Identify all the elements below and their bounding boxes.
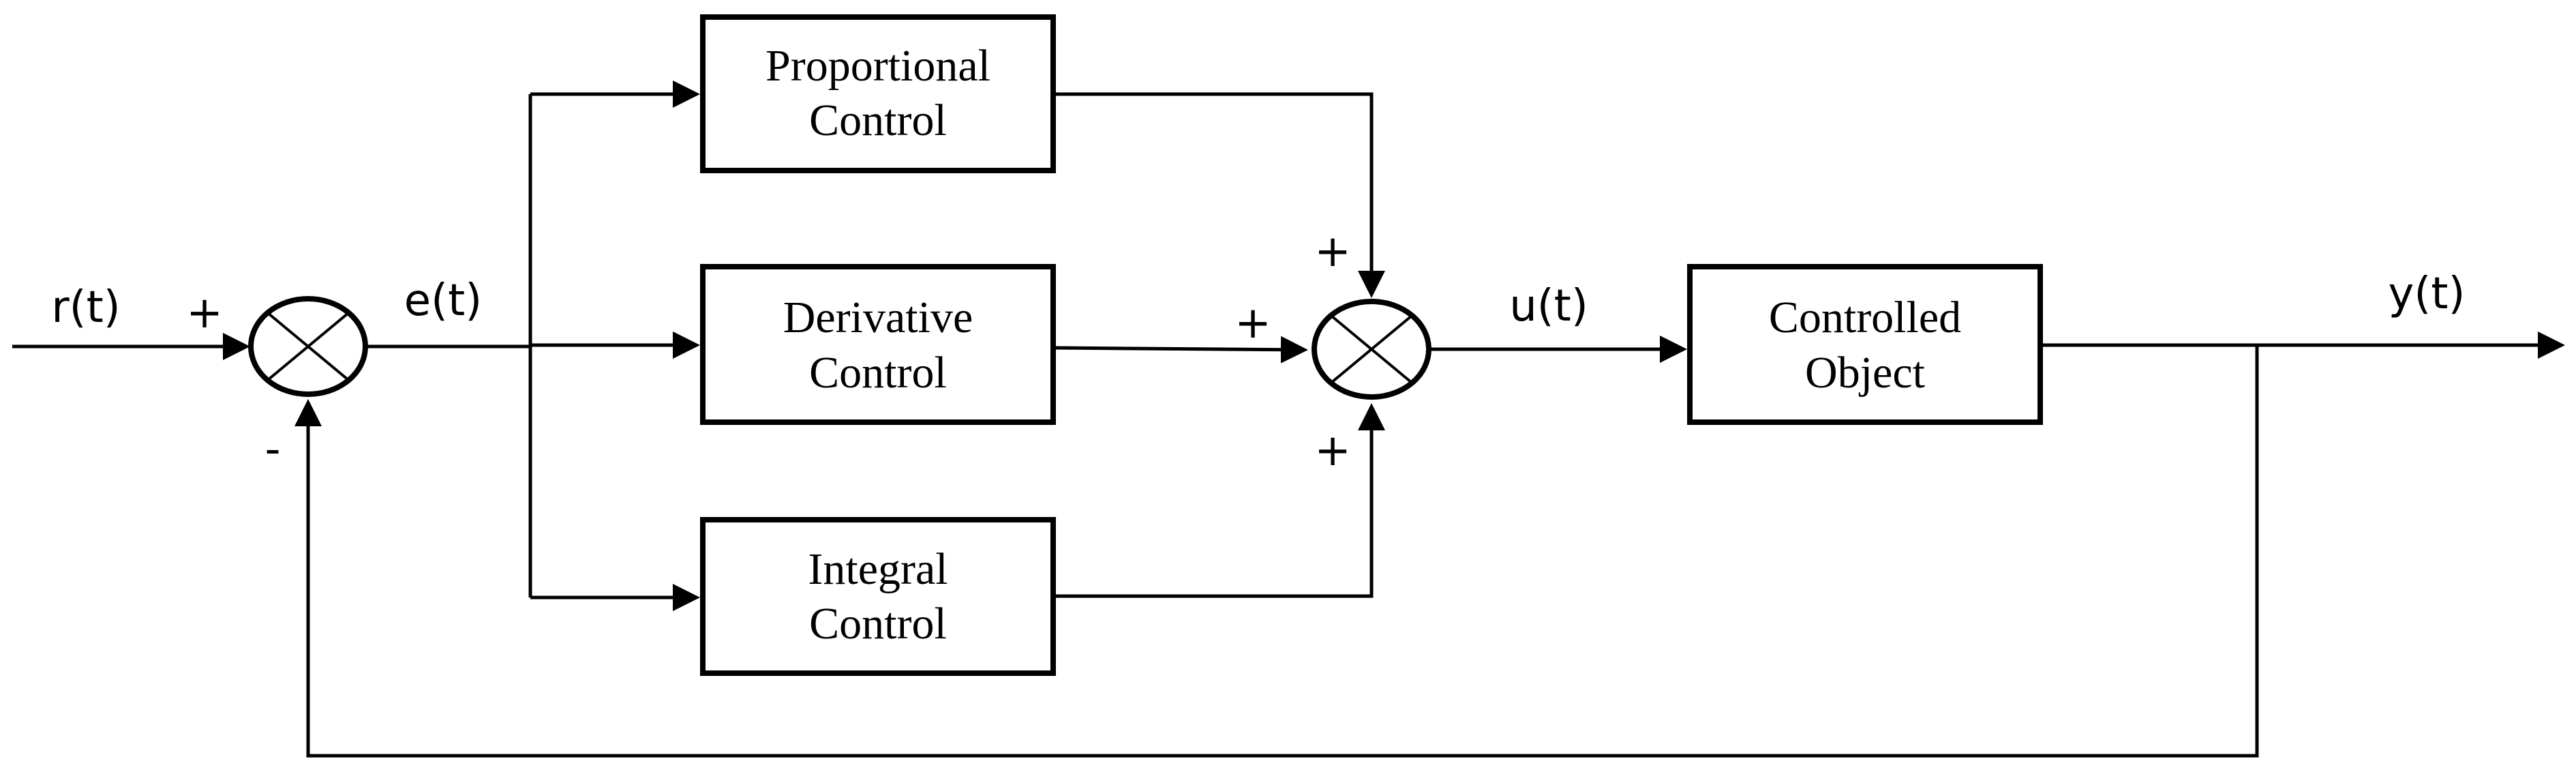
output-signal-label: y(t)	[2389, 269, 2466, 319]
plant-label-line2: Object	[1805, 348, 1925, 398]
proportional-label-line2: Control	[809, 95, 947, 145]
proportional-label-line1: Proportional	[766, 41, 990, 91]
integral-label-line2: Control	[809, 599, 947, 649]
control-signal-label: u(t)	[1509, 281, 1588, 331]
sum1-input-sign: +	[186, 288, 223, 338]
sum2-top-sign: +	[1314, 226, 1351, 277]
derivative-output-line	[1055, 336, 1308, 364]
summing-junction-1	[248, 296, 368, 397]
feedback-path	[294, 345, 2259, 758]
derivative-control-block: Derivative Control	[700, 264, 1056, 425]
error-signal-label: e(t)	[404, 276, 482, 326]
sum1-feedback-sign: -	[264, 424, 280, 475]
summing-junction-2	[1312, 299, 1431, 400]
proportional-output-line	[1056, 92, 1385, 298]
plant-label-line1: Controlled	[1769, 293, 1961, 342]
sum2-left-sign: +	[1234, 298, 1271, 349]
derivative-label-line1: Derivative	[783, 293, 973, 342]
integral-output-line	[1056, 403, 1385, 598]
sum2-bottom-sign: +	[1314, 426, 1351, 476]
integral-control-block: Integral Control	[700, 517, 1056, 676]
proportional-control-block: Proportional Control	[700, 14, 1056, 173]
reference-signal-label: r(t)	[51, 282, 120, 333]
derivative-label-line2: Control	[809, 348, 947, 398]
integral-label-line1: Integral	[808, 544, 948, 594]
controlled-object-block: Controlled Object	[1687, 264, 2043, 425]
